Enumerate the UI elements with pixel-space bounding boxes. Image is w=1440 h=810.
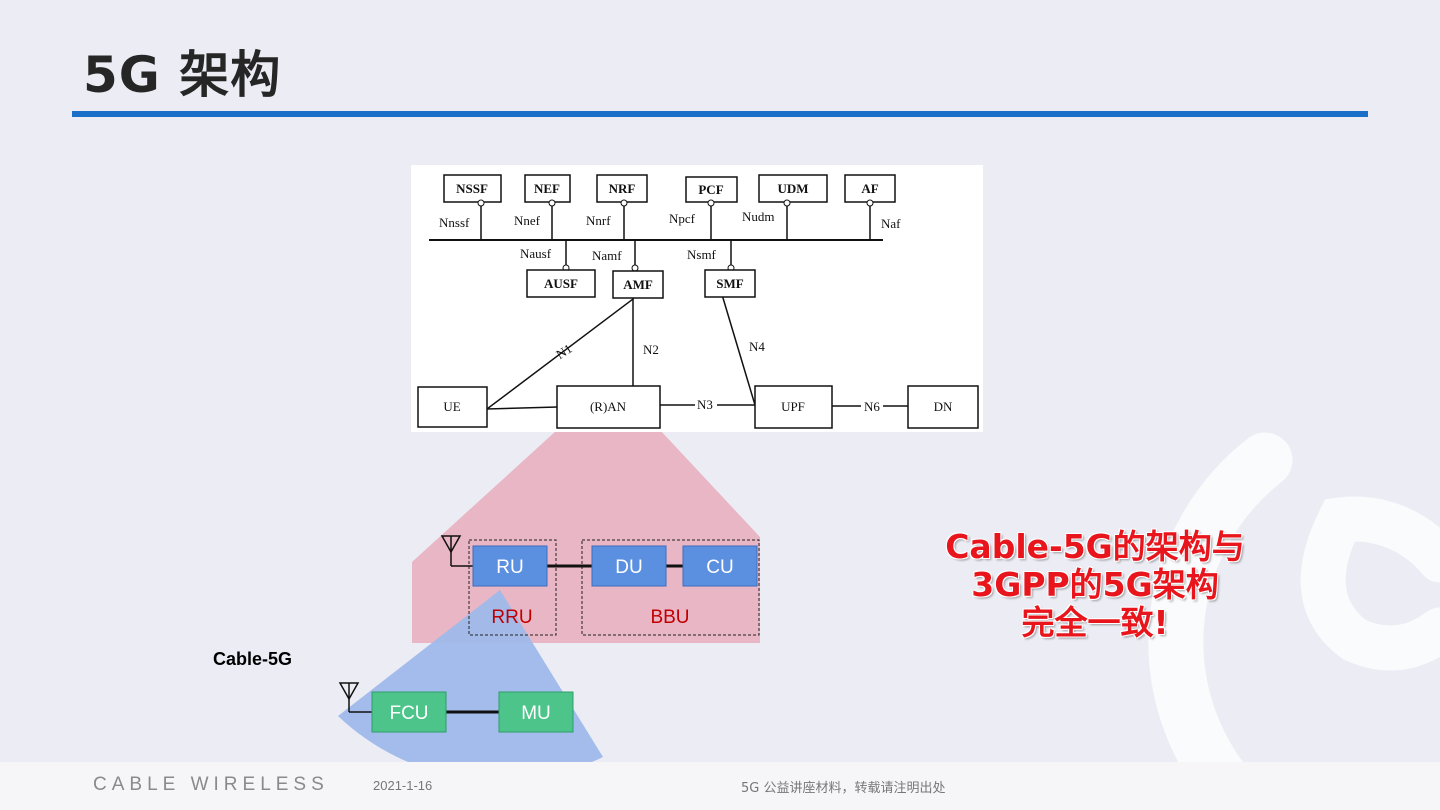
cu-label: CU — [706, 557, 733, 578]
nf-label: NEF — [534, 181, 560, 196]
node-upf: UPF — [754, 385, 833, 429]
core-network-diagram: NSSF NEF NRF PCF — [417, 174, 979, 429]
node-label: UE — [443, 399, 460, 414]
nf-box-amf: AMF — [612, 239, 664, 299]
title-underline — [72, 111, 1368, 117]
nf-box-udm: UDM — [758, 174, 828, 241]
claim-line: Cable-5G的架构与 — [945, 527, 1245, 566]
nf-label: NSSF — [456, 181, 488, 196]
ru-box: RU — [472, 545, 548, 587]
node-ue: UE — [417, 386, 488, 428]
du-box: DU — [591, 545, 667, 587]
interface-label: Nnssf — [439, 215, 470, 230]
mu-label: MU — [521, 703, 551, 724]
cu-box: CU — [682, 545, 758, 587]
footer-brand: CABLE WIRELESS — [93, 774, 329, 795]
nf-label: PCF — [698, 182, 723, 197]
ran-split-diagram: RU DU CU RRU BBU — [440, 535, 760, 636]
interface-label: Npcf — [669, 211, 696, 226]
rru-label: RRU — [491, 607, 532, 628]
nf-box-nssf: NSSF — [443, 174, 502, 241]
nf-box-pcf: PCF — [685, 176, 738, 241]
ran-projection-wedge — [412, 430, 760, 643]
nf-label: NRF — [609, 181, 636, 196]
cable-projection-wedge — [338, 590, 603, 781]
claim-callout: Cable-5G的架构与 3GPP的5G架构 完全一致! — [925, 528, 1265, 642]
bbu-group — [581, 539, 760, 636]
link-label: N1 — [553, 341, 574, 362]
du-label: DU — [615, 557, 642, 578]
node-label: (R)AN — [590, 399, 627, 414]
cable-5g-diagram: FCU MU — [338, 682, 574, 733]
mu-box: MU — [498, 691, 574, 733]
link-ue-ran — [486, 406, 558, 410]
footer-note: 5G 公益讲座材料，转载请注明出处 — [741, 781, 946, 796]
link-label: N6 — [864, 399, 880, 414]
nf-box-nef: NEF — [524, 174, 571, 241]
link-n1 — [485, 297, 635, 411]
cable-5g-label: Cable-5G — [213, 649, 293, 669]
nf-box-ausf: AUSF — [526, 239, 596, 298]
interface-label: Nudm — [742, 209, 775, 224]
node-label: UPF — [781, 399, 805, 414]
interface-label: Nnrf — [586, 213, 611, 228]
antenna-icon — [338, 682, 372, 713]
nf-label: UDM — [777, 181, 808, 196]
ru-label: RU — [496, 557, 523, 578]
nf-box-af: AF — [844, 174, 896, 241]
link-label: N4 — [749, 339, 765, 354]
bbu-label: BBU — [650, 607, 689, 628]
footer-bar — [0, 762, 1440, 810]
footer-date: 2021-1-16 — [373, 778, 433, 793]
link-n4 — [722, 297, 756, 406]
interface-label: Naf — [881, 216, 901, 231]
fcu-box: FCU — [371, 691, 447, 733]
node-ran: (R)AN — [556, 385, 661, 429]
fcu-label: FCU — [389, 703, 428, 724]
node-label: DN — [934, 399, 953, 414]
link-label: N3 — [697, 397, 713, 412]
node-dn: DN — [907, 385, 979, 429]
claim-line: 3GPP的5G架构 — [971, 565, 1219, 604]
nf-box-smf: SMF — [704, 239, 756, 298]
interface-label: Namf — [592, 248, 622, 263]
nf-label: AF — [861, 181, 878, 196]
interface-label: Nnef — [514, 213, 541, 228]
core-network-panel — [411, 165, 983, 432]
interface-label: Nausf — [520, 246, 552, 261]
nf-label: AMF — [623, 277, 653, 292]
link-label: N2 — [643, 342, 659, 357]
page-title: 5G 架构 — [83, 46, 282, 104]
nf-label: SMF — [716, 276, 744, 291]
claim-line: 完全一致! — [1021, 603, 1169, 642]
rru-group — [468, 539, 557, 636]
interface-label: Nsmf — [687, 247, 717, 262]
watermark-logo — [1148, 432, 1440, 810]
nf-label: AUSF — [544, 276, 578, 291]
antenna-icon — [440, 535, 473, 567]
nf-box-nrf: NRF — [596, 174, 648, 241]
